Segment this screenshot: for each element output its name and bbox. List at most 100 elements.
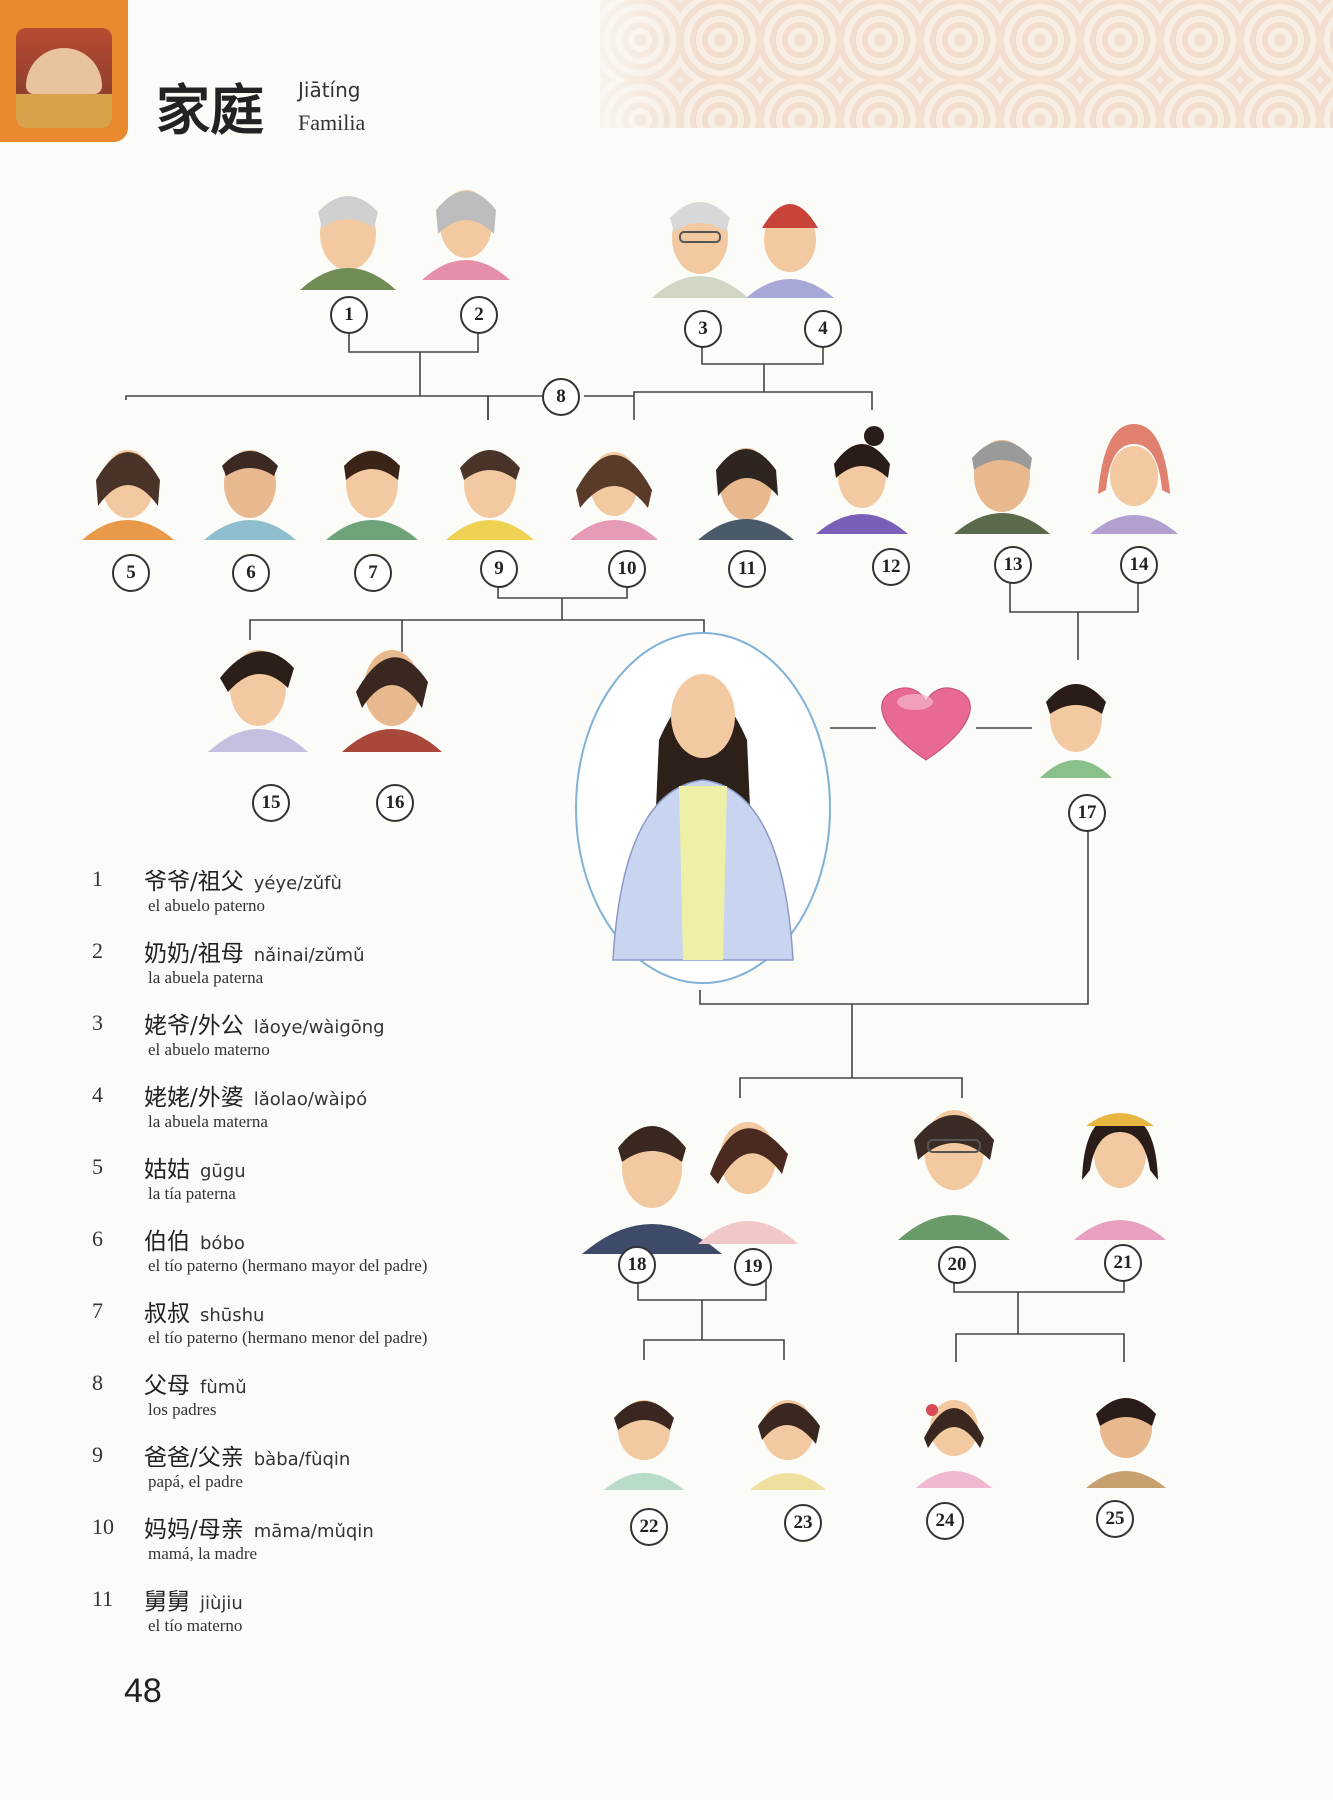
vocab-entry: 11 舅舅 jiùjiu el tío materno [92, 1582, 652, 1654]
person-5 [82, 450, 174, 540]
entry-spanish: mamá, la madre [148, 1544, 258, 1563]
badge-5: 5 [112, 554, 150, 592]
badge-14: 14 [1120, 546, 1158, 584]
line-maternal-children [633, 391, 873, 420]
entry-number: 2 [92, 938, 103, 963]
person-4 [746, 204, 834, 298]
badge-22: 22 [630, 1508, 668, 1546]
badge-19: 19 [734, 1248, 772, 1286]
entry-spanish: el abuelo paterno [148, 896, 266, 915]
person-16 [342, 650, 442, 752]
entry-number: 7 [92, 1298, 103, 1323]
badge-21: 21 [1104, 1244, 1142, 1282]
badge-25: 25 [1096, 1500, 1134, 1538]
entry-number: 8 [92, 1370, 103, 1395]
entry-spanish: el abuelo materno [148, 1040, 270, 1059]
person-14 [1090, 424, 1178, 534]
line-in-laws [1009, 580, 1139, 613]
entry-chinese: 舅舅 jiùjiu [144, 1582, 243, 1616]
entry-pinyin: gūgu [200, 1161, 246, 1182]
entry-pinyin: māma/mǔqin [253, 1521, 374, 1542]
entry-spanish: papá, el padre [148, 1472, 243, 1491]
line-paternal-children [125, 395, 489, 420]
badge-1: 1 [330, 296, 368, 334]
line-paternal-grandparents [348, 330, 479, 353]
decorative-banner [600, 0, 1333, 128]
line-children [739, 1077, 963, 1098]
entry-pinyin: nǎinai/zǔmǔ [253, 945, 365, 966]
entry-hanzi: 舅舅 [144, 1589, 190, 1615]
title-pinyin: Jiātíng [298, 78, 361, 102]
badge-10: 10 [608, 550, 646, 588]
badge-12: 12 [872, 548, 910, 586]
entry-spanish: el tío materno [148, 1616, 243, 1635]
line-couple-down [699, 826, 1089, 1005]
person-25 [1086, 1398, 1166, 1488]
entry-number: 9 [92, 1442, 103, 1467]
entry-spanish: la abuela paterna [148, 968, 264, 987]
entry-hanzi: 父母 [144, 1373, 190, 1399]
person-11 [698, 448, 794, 540]
entry-spanish: la abuela materna [148, 1112, 268, 1131]
entry-hanzi: 奶奶/祖母 [144, 941, 244, 967]
entry-spanish: los padres [148, 1400, 217, 1419]
badge-24: 24 [926, 1502, 964, 1540]
badge-7: 7 [354, 554, 392, 592]
tree-lines [125, 330, 1139, 1362]
entry-spanish: el tío paterno (hermano mayor del padre) [148, 1256, 428, 1275]
protagonist [612, 674, 794, 961]
title-chinese: 家庭 [156, 78, 264, 142]
person-3 [652, 202, 748, 298]
entry-pinyin: lǎolao/wàipó [253, 1089, 368, 1110]
family-dinner-image [16, 28, 112, 128]
line-24-25 [955, 1333, 1125, 1362]
entry-pinyin: jiùjiu [200, 1593, 243, 1614]
entry-pinyin: bóbo [200, 1233, 245, 1254]
entry-number: 11 [92, 1586, 114, 1611]
line-siblings [249, 619, 705, 640]
entry-chinese: 奶奶/祖母 nǎinai/zǔmǔ [144, 934, 365, 968]
badge-4: 4 [804, 310, 842, 348]
entry-number: 1 [92, 866, 103, 891]
person-13 [954, 440, 1050, 534]
line-parents-a [487, 395, 542, 420]
entry-pinyin: shūshu [200, 1305, 265, 1326]
entry-pinyin: lǎoye/wàigōng [253, 1017, 385, 1038]
entry-pinyin: yéye/zǔfù [253, 873, 342, 894]
badge-18: 18 [618, 1246, 656, 1284]
line-20-21 [953, 1280, 1125, 1293]
entry-number: 3 [92, 1010, 103, 1035]
person-1 [300, 196, 396, 290]
entry-chinese: 爷爷/祖父 yéye/zǔfù [144, 862, 342, 896]
badge-20: 20 [938, 1246, 976, 1284]
badge-15: 15 [252, 784, 290, 822]
title-spanish: Familia [298, 110, 366, 135]
chapter-thumbnail [0, 0, 128, 142]
person-12 [816, 426, 908, 534]
vocab-entry: 1 爷爷/祖父 yéye/zǔfù el abuelo paterno [92, 862, 652, 934]
person-24 [916, 1400, 992, 1488]
entry-spanish: el tío paterno (hermano menor del padre) [148, 1328, 428, 1347]
badge-11: 11 [728, 550, 766, 588]
person-21 [1074, 1113, 1166, 1240]
person-19 [698, 1122, 798, 1244]
badge-2: 2 [460, 296, 498, 334]
person-22 [604, 1400, 684, 1490]
badge-17: 17 [1068, 794, 1106, 832]
entry-number: 5 [92, 1154, 103, 1179]
entry-hanzi: 爷爷/祖父 [144, 869, 244, 895]
badge-8: 8 [542, 378, 580, 416]
entry-hanzi: 妈妈/母亲 [144, 1517, 244, 1543]
entry-hanzi: 姑姑 [144, 1157, 190, 1183]
